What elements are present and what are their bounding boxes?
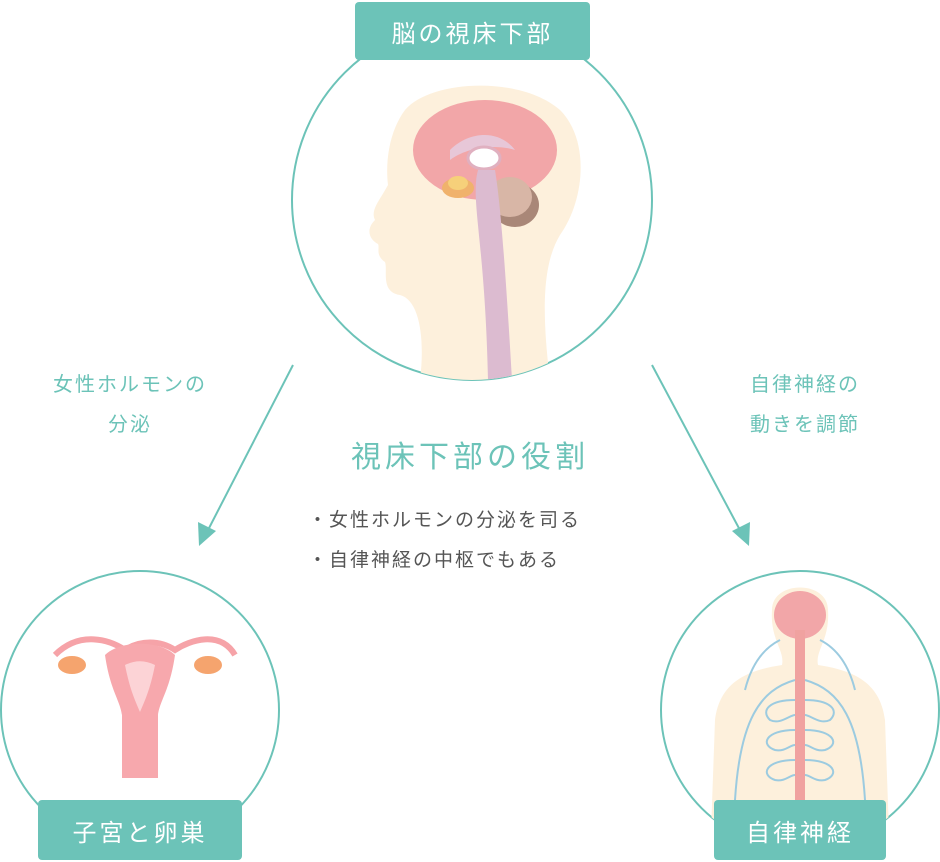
- center-bullets: ・女性ホルモンの分泌を司る ・自律神経の中枢でもある: [308, 500, 581, 580]
- brain-illustration: [291, 19, 653, 381]
- arrow-right: [651, 364, 750, 546]
- nervous-system-illustration: [660, 570, 940, 850]
- right-arrow-label-line2: 動きを調節: [750, 412, 860, 436]
- left-arrow-label-line1: 女性ホルモンの: [53, 372, 207, 396]
- right-node-label: 自律神経: [714, 800, 886, 860]
- right-arrow-label-line1: 自律神経の: [750, 372, 860, 396]
- left-arrow-label: 女性ホルモンの 分泌: [20, 364, 240, 444]
- bullet-item: ・自律神経の中枢でもある: [308, 549, 561, 571]
- uterus-illustration: [0, 570, 280, 850]
- bullet-item: ・女性ホルモンの分泌を司る: [308, 509, 582, 531]
- right-arrow-label: 自律神経の 動きを調節: [700, 364, 910, 444]
- left-arrow-label-line2: 分泌: [108, 412, 152, 436]
- top-node-label: 脳の視床下部: [355, 2, 590, 60]
- center-title: 視床下部の役割: [351, 440, 589, 475]
- arrow-left: [198, 364, 294, 546]
- left-node-label: 子宮と卵巣: [38, 800, 242, 860]
